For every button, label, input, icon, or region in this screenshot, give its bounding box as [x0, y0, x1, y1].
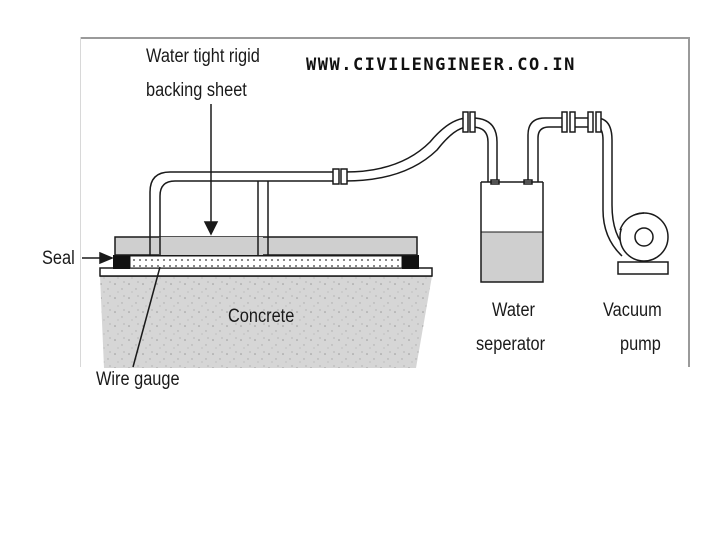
water-separator-tank: [480, 181, 544, 283]
coupling-2: [340, 168, 348, 185]
coupling-5: [561, 111, 568, 133]
frame-border-right: [688, 37, 690, 367]
annotation-arrows: [82, 104, 219, 368]
coupling-8: [595, 111, 602, 133]
seal-left: [113, 255, 130, 269]
coupling-3: [462, 111, 469, 133]
label-vacuum-pump-line2: pump: [620, 334, 661, 355]
vacuum-pump: [617, 212, 669, 275]
backing-sheet-arrowhead: [203, 221, 219, 236]
label-water-separator-line1: Water: [492, 300, 535, 321]
seal-right: [402, 255, 419, 269]
label-concrete: Concrete: [228, 306, 295, 327]
coupling-7: [587, 111, 594, 133]
watermark: WWW.CIVILENGINEER.CO.IN: [306, 55, 576, 75]
frame-border-top: [80, 37, 690, 39]
suction-pipe: [149, 117, 629, 257]
label-vacuum-pump-line1: Vacuum: [603, 300, 662, 321]
label-seal: Seal: [42, 248, 75, 269]
label-wire-gauge: Wire gauge: [96, 369, 180, 390]
seal-arrowhead: [99, 251, 114, 265]
label-backing-sheet-line1: Water tight rigid: [146, 46, 260, 67]
coupling-1: [332, 168, 340, 185]
backing-sheet-inner: [159, 237, 263, 255]
coupling-6: [569, 111, 576, 133]
frame-border-left: [80, 37, 81, 367]
label-backing-sheet-line2: backing sheet: [146, 80, 247, 101]
pipe-couplings: [332, 111, 602, 185]
coupling-4: [469, 111, 476, 133]
base-plate: [99, 267, 433, 277]
wire-gauge-mesh: [129, 255, 403, 269]
label-water-separator-line2: seperator: [476, 334, 546, 355]
wire-gauge-leader: [132, 266, 161, 368]
